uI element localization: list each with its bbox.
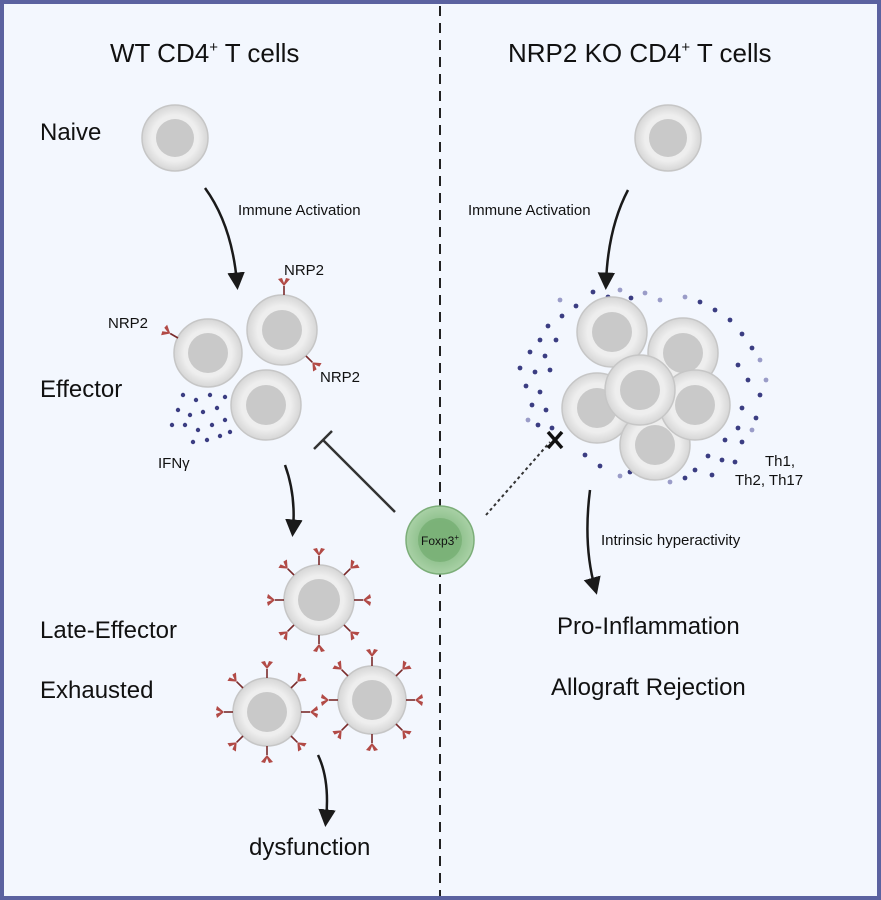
th-subsets-label-line1: Th1,	[765, 453, 795, 470]
naive-t-cell-left	[141, 104, 209, 172]
treg-cell: Foxp3+	[405, 505, 475, 575]
right-title: NRP2 KO CD4+ T cells	[508, 38, 772, 68]
failed-suppression-line	[485, 441, 551, 516]
immune-activation-label-left: Immune Activation	[238, 202, 361, 219]
nrp2-label-right: NRP2	[320, 369, 360, 386]
exhausted-cell-right	[320, 648, 424, 752]
effector-cell-top	[246, 277, 324, 374]
ko-cell-6	[604, 354, 676, 426]
effector-cell-left	[159, 318, 243, 388]
allograft-rejection-label: Allograft Rejection	[551, 674, 746, 701]
exhausted-cell-left	[215, 660, 319, 764]
activation-arrow-left	[203, 187, 245, 290]
left-title: WT CD4+ T cells	[110, 38, 299, 68]
ifng-label: IFNγ	[158, 455, 190, 472]
late-effector-cell	[266, 547, 372, 653]
ifng-cytokine-dots	[169, 392, 233, 445]
hyperactivity-label: Intrinsic hyperactivity	[601, 532, 741, 549]
effector-cell-bottom	[230, 369, 302, 441]
foxp3-label: Foxp3+	[421, 533, 459, 548]
hyperactivity-arrow	[583, 489, 601, 595]
nrp2-label-left: NRP2	[108, 315, 148, 332]
hyperactive-cell-cluster	[561, 296, 731, 481]
treg-inhibition-line	[322, 439, 396, 513]
progression-arrow-left	[283, 464, 303, 537]
inhibition-bar	[313, 430, 333, 450]
activation-arrow-right	[597, 189, 630, 290]
stage-naive-label: Naive	[40, 119, 101, 146]
blocked-x-mark	[546, 430, 564, 450]
pro-inflammation-label: Pro-Inflammation	[557, 613, 740, 640]
dysfunction-label: dysfunction	[249, 834, 370, 861]
stage-exhausted-label: Exhausted	[40, 677, 153, 704]
ko-cell-1	[576, 296, 648, 368]
nrp2-label-top: NRP2	[284, 262, 324, 279]
naive-t-cell-right	[634, 104, 702, 172]
stage-late-effector-label: Late-Effector	[40, 617, 177, 644]
dysfunction-arrow	[316, 754, 336, 827]
th-subsets-label-line2: Th2, Th17	[735, 472, 803, 489]
cytokine-cloud	[517, 287, 769, 485]
immune-activation-label-right: Immune Activation	[468, 202, 591, 219]
stage-effector-label: Effector	[40, 376, 122, 403]
